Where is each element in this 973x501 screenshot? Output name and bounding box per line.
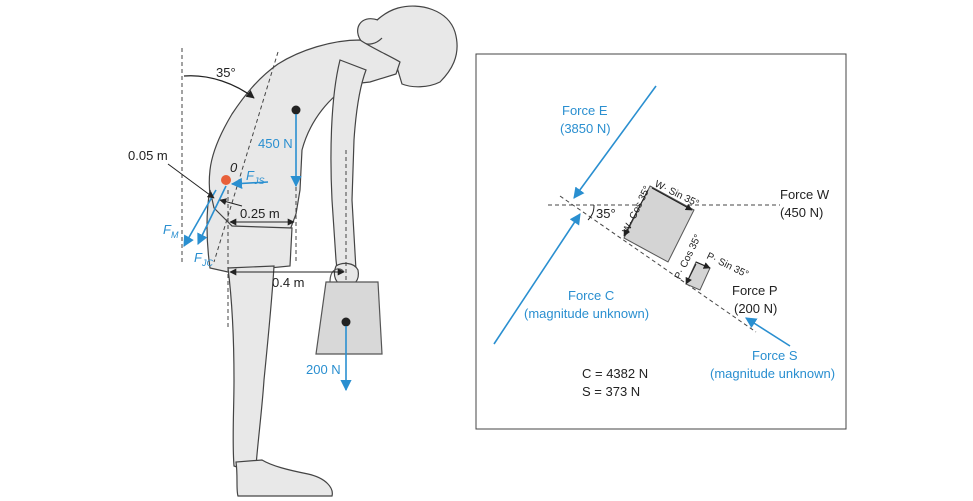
- p-sin-arrow: [695, 261, 711, 269]
- force-e-value: (3850 N): [560, 121, 611, 136]
- force-c-value: (magnitude unknown): [524, 306, 649, 321]
- right-angle-arc: [587, 204, 595, 221]
- dist-025-label: 0.25 m: [240, 206, 280, 221]
- force-e-label: Force E: [562, 103, 608, 118]
- inclined-dashed-line: [559, 195, 757, 333]
- force-s-value: (magnitude unknown): [710, 366, 835, 381]
- force-e-arrow: [573, 85, 657, 199]
- fm-label: FM: [163, 222, 179, 240]
- carried-box: [315, 281, 383, 355]
- w-cos-arrow: [623, 189, 649, 237]
- force-s-arrow: [745, 317, 791, 347]
- force-p-value: (200 N): [734, 301, 777, 316]
- fjs-arrow: [230, 177, 269, 190]
- result-c: C = 4382 N: [582, 366, 648, 381]
- dist-04-label: 0.4 m: [272, 275, 305, 290]
- trunk-axis-line: [213, 51, 279, 263]
- force-c-arrow: [493, 213, 581, 345]
- box-weight-label: 200 N: [306, 362, 341, 377]
- fjs-label: FJS: [246, 168, 264, 186]
- angle-label: 35°: [216, 65, 236, 80]
- right-angle-label: 35°: [596, 206, 616, 221]
- origin-label: 0: [230, 160, 238, 175]
- force-p-label: Force P: [732, 283, 778, 298]
- p-cos-arrow: [685, 263, 697, 285]
- force-w-value: (450 N): [780, 205, 823, 220]
- fjc-arrow: [197, 185, 227, 246]
- force-s-label: Force S: [752, 348, 798, 363]
- fm-arrow: [183, 189, 217, 247]
- angle-arc: [183, 75, 255, 99]
- person-figure: [206, 5, 458, 497]
- force-w-label: Force W: [780, 187, 830, 202]
- box-cg-dot: [341, 317, 351, 327]
- small-moment-pointer-2: [219, 198, 243, 207]
- w-sin-arrow: [651, 187, 693, 211]
- w-components-shape: [623, 185, 695, 263]
- small-moment-label: 0.05 m: [128, 148, 168, 163]
- torso-cg-dot: [291, 105, 301, 115]
- torso-weight-label: 450 N: [258, 136, 293, 151]
- result-s: S = 373 N: [582, 384, 640, 399]
- fjc-label: FJC: [194, 250, 213, 268]
- force-c-label: Force C: [568, 288, 614, 303]
- small-moment-pointer: [167, 163, 215, 199]
- origin-dot: [221, 175, 231, 185]
